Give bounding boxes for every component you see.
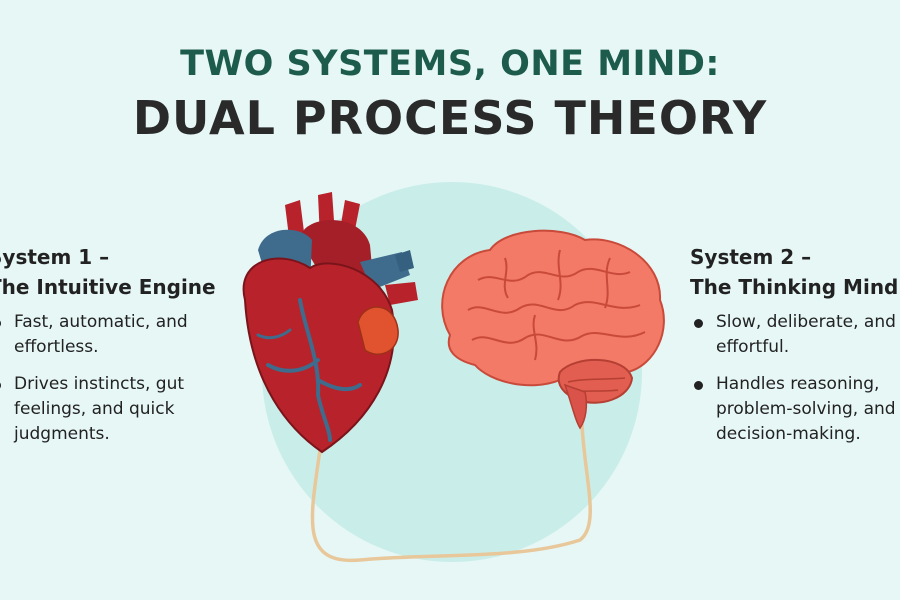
list-item: Drives instincts, gut feelings, and quic… <box>0 372 228 447</box>
page-title: DUAL PROCESS THEORY <box>132 91 768 145</box>
list-item: Slow, deliberate, and effortful. <box>690 310 900 360</box>
bullet-icon <box>0 381 1 390</box>
system2-heading: System 2 – The Thinking Mind <box>690 242 900 302</box>
system1-heading-line2: The Intuitive Engine <box>0 275 216 299</box>
system1-panel: System 1 – The Intuitive Engine Fast, au… <box>0 242 228 459</box>
page-subtitle: TWO SYSTEMS, ONE MIND: <box>180 44 720 84</box>
system2-heading-line2: The Thinking Mind <box>690 275 899 299</box>
bullet-icon <box>694 381 703 390</box>
bullet-icon <box>0 319 1 328</box>
brain-icon <box>441 229 665 430</box>
system1-heading-line1: System 1 – <box>0 245 110 269</box>
bullet-icon <box>694 319 703 328</box>
system1-heading: System 1 – The Intuitive Engine <box>0 242 228 302</box>
heart-icon <box>242 192 418 454</box>
system2-points: Slow, deliberate, and effortful. Handles… <box>690 310 900 447</box>
system2-heading-line1: System 2 – <box>690 245 812 269</box>
connecting-cord <box>310 423 592 563</box>
system1-points: Fast, automatic, and effortless. Drives … <box>0 310 228 447</box>
list-item: Fast, automatic, and effortless. <box>0 310 228 360</box>
system2-panel: System 2 – The Thinking Mind Slow, delib… <box>690 242 900 459</box>
list-item: Handles reasoning, problem-solving, and … <box>690 372 900 447</box>
